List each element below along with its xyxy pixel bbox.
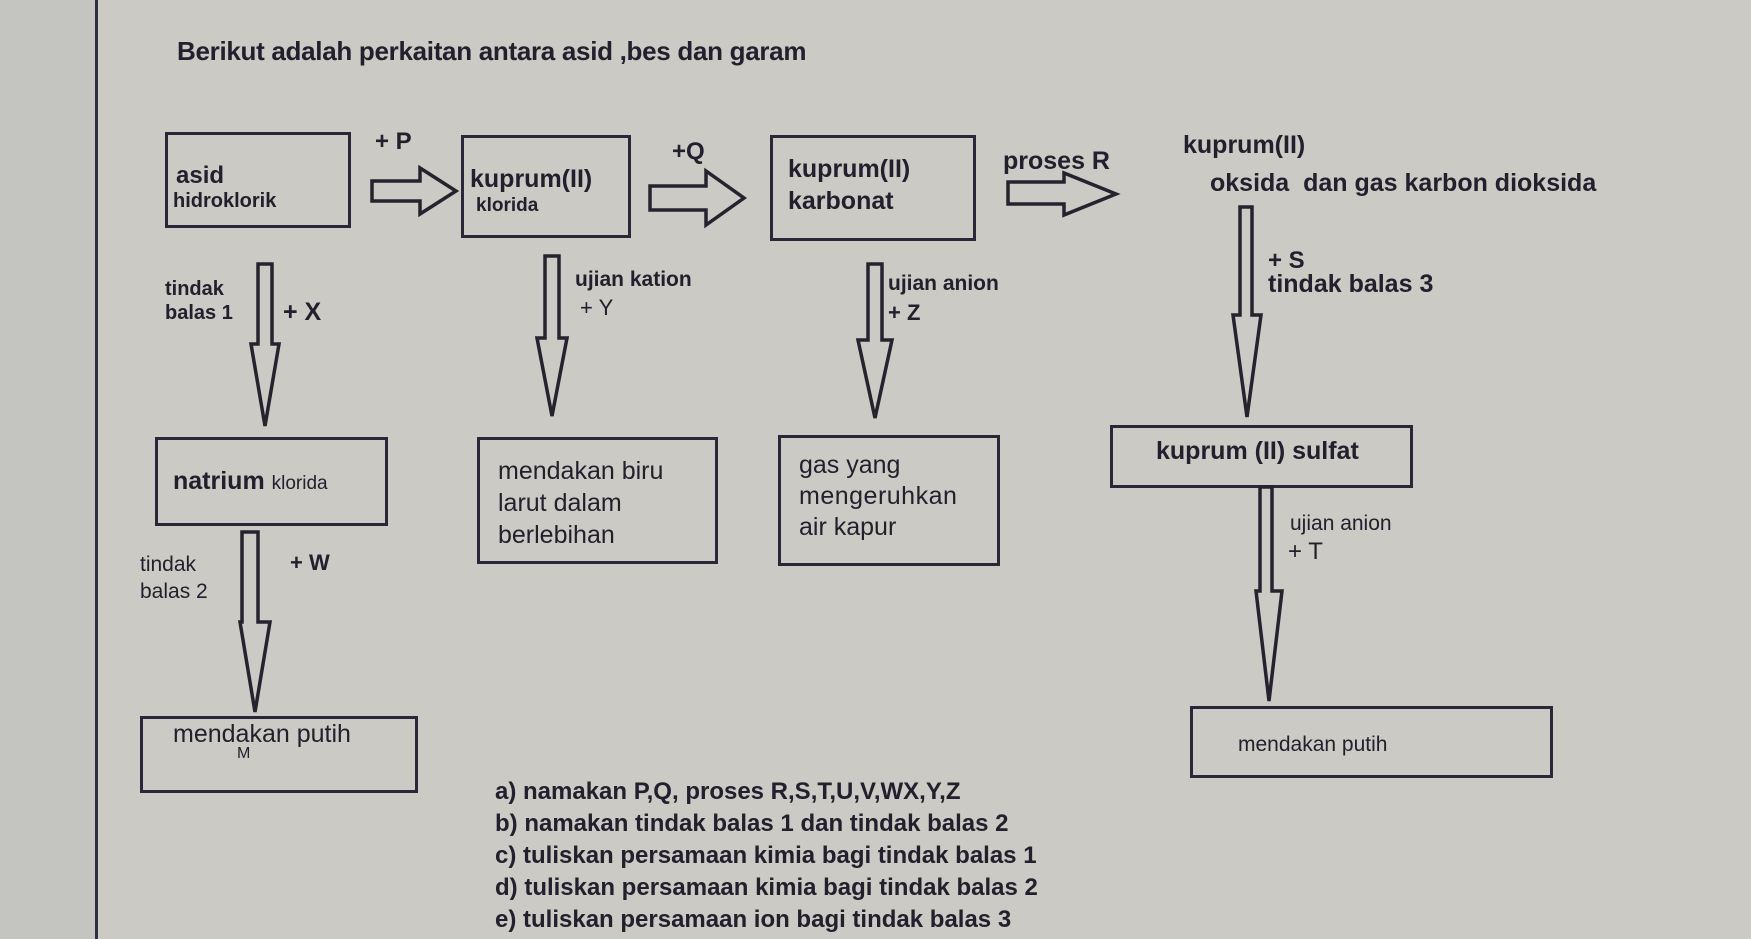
box-text: mendakan putih [1238, 733, 1388, 756]
question-c: c) tuliskan persamaan kimia bagi tindak … [495, 842, 1037, 869]
arrow-down-icon [855, 262, 895, 419]
box-text: kuprum(II) [788, 155, 911, 183]
box-text: berlebihan [498, 521, 615, 549]
box-gas-air-kapur: gas yang mengeruhkan air kapur [778, 435, 1000, 566]
arrow-p-label: + P [375, 128, 412, 155]
box-text: karbonat [788, 187, 894, 215]
reaction-3-label: tindak balas 3 [1268, 270, 1434, 298]
box-asid-hidroklorik: asid hidroklorik [165, 132, 351, 228]
reaction-1-label: balas 1 [165, 302, 233, 324]
arrow-q-label: +Q [672, 138, 705, 165]
box-text-small: klorida [271, 473, 328, 494]
box-text: klorida [476, 195, 539, 216]
box-text: kuprum(II) [470, 165, 593, 193]
question-d: d) tuliskan persamaan kimia bagi tindak … [495, 874, 1038, 901]
box-text: air kapur [799, 513, 897, 541]
box-natrium-klorida: natrium klorida [155, 437, 388, 526]
box-text: natrium klorida [173, 467, 328, 496]
box-text-main: natrium [173, 467, 265, 495]
reaction-2-label: tindak [140, 553, 197, 576]
arrow-y-label: + Y [580, 295, 614, 320]
box-text: mendakan putih [173, 720, 351, 748]
box-kuprum-karbonat: kuprum(II) karbonat [770, 135, 976, 241]
ujian-anion-label: ujian anion [888, 272, 999, 295]
box-text: asid [176, 162, 225, 189]
page-border-line [95, 0, 98, 939]
kuprum-oksida-text: oksida dan gas karbon dioksida [1210, 169, 1597, 197]
arrow-down-icon [248, 262, 282, 427]
left-margin-panel [0, 0, 95, 939]
arrow-w-label: + W [290, 550, 330, 575]
box-text: gas yang [799, 451, 901, 479]
arrow-right-icon [1006, 170, 1121, 218]
reaction-1-label: tindak [165, 278, 224, 300]
box-mendakan-putih-m: mendakan putih M [140, 716, 418, 793]
arrow-right-icon [370, 164, 460, 218]
arrow-down-icon [1230, 205, 1264, 418]
arrow-down-icon [237, 530, 273, 713]
page-title: Berikut adalah perkaitan antara asid ,be… [177, 36, 807, 66]
question-list: a) namakan P,Q, proses R,S,T,U,V,WX,Y,Z … [495, 776, 1038, 936]
box-text: mendakan biru [498, 457, 664, 485]
box-text: hidroklorik [173, 190, 277, 212]
kuprum-oksida-text: kuprum(II) [1183, 131, 1306, 159]
box-mendakan-putih-right: mendakan putih [1190, 706, 1553, 778]
box-text: larut dalam [498, 489, 622, 517]
reaction-2-label: balas 2 [140, 580, 208, 603]
ujian-anion-label: ujian anion [1290, 512, 1392, 535]
box-text: mengeruhkan [799, 482, 958, 510]
box-subtext: M [237, 745, 251, 762]
question-b: b) namakan tindak balas 1 dan tindak bal… [495, 810, 1009, 837]
arrow-x-label: + X [283, 298, 322, 326]
box-text: kuprum (II) sulfat [1156, 437, 1359, 465]
arrow-down-icon [534, 254, 570, 417]
question-e: e) tuliskan persamaan ion bagi tindak ba… [495, 906, 1012, 933]
arrow-down-icon [1254, 485, 1284, 702]
arrow-s-label: + S [1268, 247, 1305, 274]
arrow-z-label: + Z [888, 300, 921, 325]
box-kuprum-sulfat: kuprum (II) sulfat [1110, 425, 1413, 488]
arrow-r-label: proses R [1003, 147, 1110, 175]
box-mendakan-biru: mendakan biru larut dalam berlebihan [477, 437, 718, 564]
box-kuprum-klorida: kuprum(II) klorida [461, 135, 631, 238]
question-a: a) namakan P,Q, proses R,S,T,U,V,WX,Y,Z [495, 778, 961, 805]
arrow-t-label: + T [1288, 538, 1323, 565]
ujian-kation-label: ujian kation [575, 268, 692, 291]
arrow-right-icon [648, 167, 748, 229]
